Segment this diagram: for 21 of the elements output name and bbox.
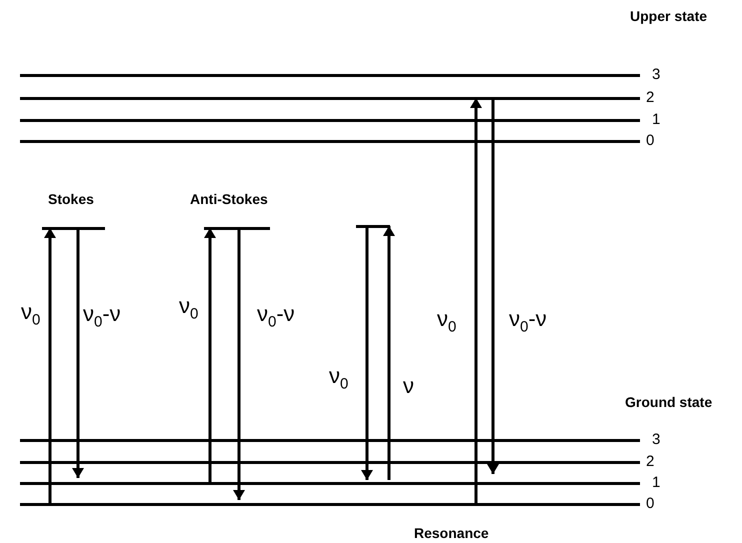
state-label: Resonance: [414, 525, 489, 541]
transition-arrow: [470, 98, 482, 504]
level-number: 1: [652, 112, 660, 128]
transition-arrow: [383, 226, 395, 480]
level-number: 3: [652, 432, 660, 448]
process-title: Anti-Stokes: [190, 191, 268, 207]
transition-arrow: [361, 226, 373, 480]
transition-arrow: [487, 98, 499, 474]
process-title: Stokes: [48, 191, 94, 207]
level-number: 2: [646, 90, 654, 106]
transition-arrow: [204, 228, 216, 483]
level-number: 2: [646, 454, 654, 470]
transition-arrow: [233, 228, 245, 500]
state-label: Ground state: [625, 394, 712, 410]
transition-arrow: [44, 228, 56, 504]
transition-arrow: [72, 228, 84, 478]
level-number: 3: [652, 67, 660, 83]
level-number: 0: [646, 496, 654, 512]
state-label: Upper state: [630, 8, 708, 24]
level-number: 0: [646, 133, 654, 149]
level-number: 1: [652, 475, 660, 491]
